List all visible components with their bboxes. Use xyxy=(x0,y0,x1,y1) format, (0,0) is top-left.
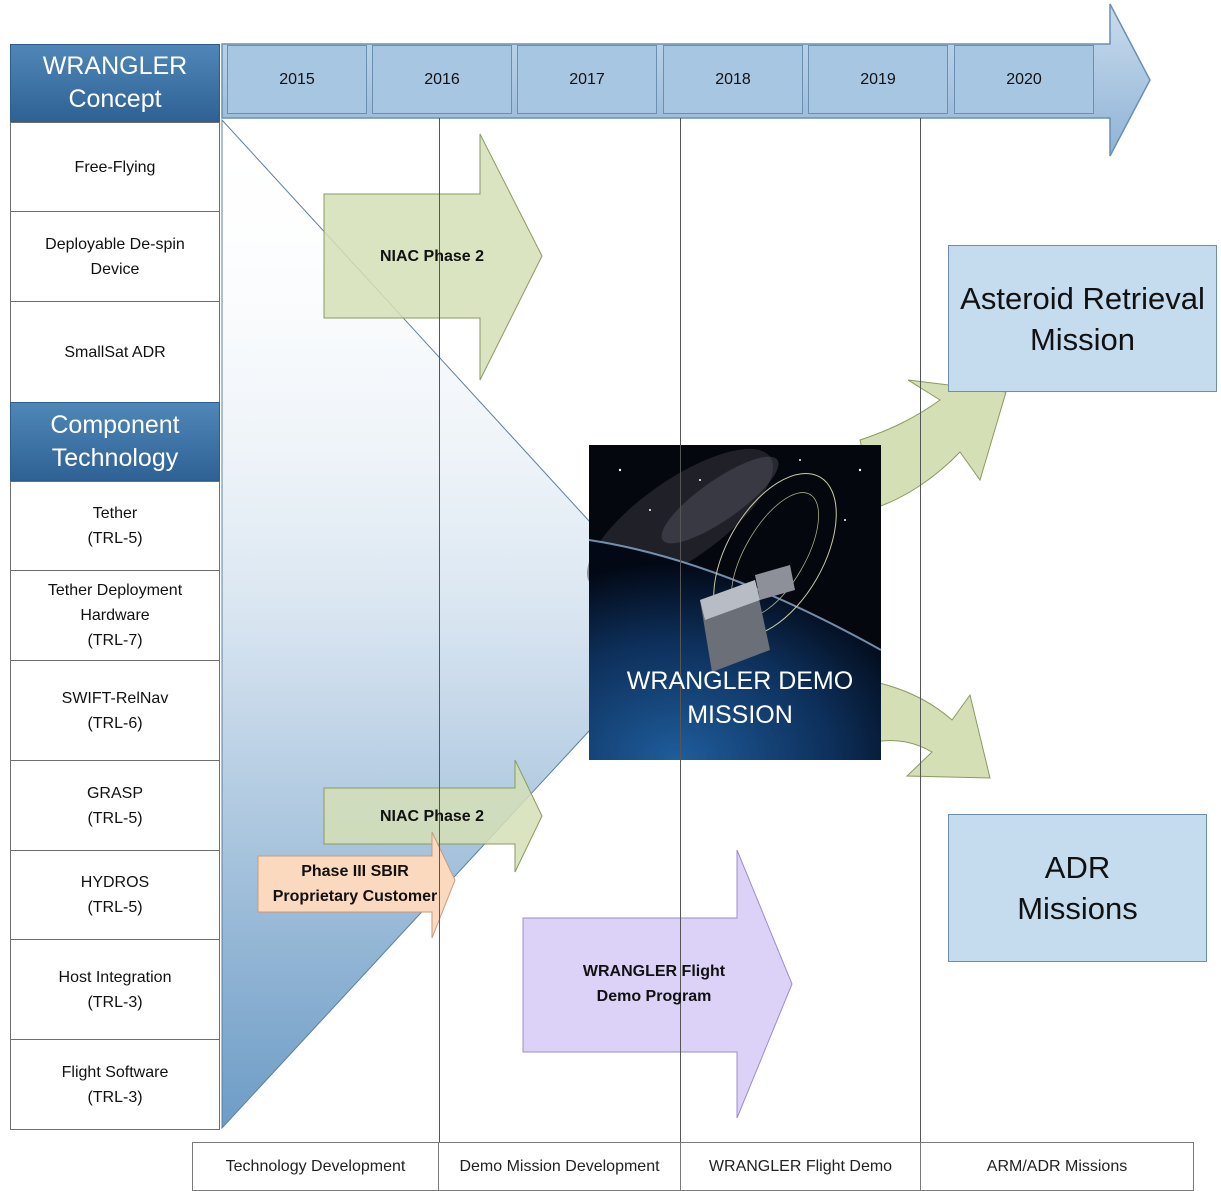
component-header: Component Technology xyxy=(10,402,220,481)
sbir-arrow xyxy=(257,831,456,939)
concept-item: SmallSat ADR xyxy=(10,301,220,403)
component-item: SWIFT-RelNav (TRL-6) xyxy=(10,660,220,761)
component-item: GRASP (TRL-5) xyxy=(10,760,220,851)
niac-bottom-label: NIAC Phase 2 xyxy=(379,808,485,825)
divider-line xyxy=(680,118,681,1191)
phase-label: WRANGLER Flight Demo xyxy=(680,1142,921,1191)
flight-demo-label: WRANGLER Flight Demo Program xyxy=(582,963,726,1005)
year-2015: 2015 xyxy=(227,45,367,114)
component-item: Tether (TRL-5) xyxy=(10,481,220,571)
year-2018: 2018 xyxy=(663,45,803,114)
concept-item: Free-Flying xyxy=(10,122,220,212)
component-item: HYDROS (TRL-5) xyxy=(10,850,220,940)
year-2017: 2017 xyxy=(517,45,657,114)
flight-demo-arrow xyxy=(522,849,793,1119)
demo-mission-image xyxy=(587,445,882,760)
year-2016: 2016 xyxy=(372,45,512,114)
phase-label: Demo Mission Development xyxy=(438,1142,681,1191)
concept-item: Deployable De-spin Device xyxy=(10,211,220,302)
year-2019: 2019 xyxy=(808,45,948,114)
sbir-label: Phase III SBIR Proprietary Customer xyxy=(272,863,438,905)
component-item: Host Integration (TRL-3) xyxy=(10,939,220,1040)
year-2020: 2020 xyxy=(954,45,1094,114)
curve-arrow-down xyxy=(874,681,991,779)
divider-line xyxy=(439,118,440,1191)
divider-line xyxy=(920,118,921,1142)
adr-missions-box: ADR Missions xyxy=(948,814,1207,962)
niac-top-label: NIAC Phase 2 xyxy=(379,248,485,265)
niac-bottom-arrow xyxy=(323,759,543,873)
curve-arrow-up xyxy=(859,379,1007,509)
asteroid-mission-box: Asteroid Retrieval Mission xyxy=(948,245,1217,392)
component-item: Tether Deployment Hardware (TRL-7) xyxy=(10,570,220,661)
demo-mission-label: WRANGLER DEMO MISSION xyxy=(626,667,854,729)
phase-label: ARM/ADR Missions xyxy=(920,1142,1194,1191)
concept-header: WRANGLER Concept xyxy=(10,44,220,122)
phase-label: Technology Development xyxy=(192,1142,439,1191)
niac-top-arrow xyxy=(323,133,543,381)
component-item: Flight Software (TRL-3) xyxy=(10,1039,220,1130)
